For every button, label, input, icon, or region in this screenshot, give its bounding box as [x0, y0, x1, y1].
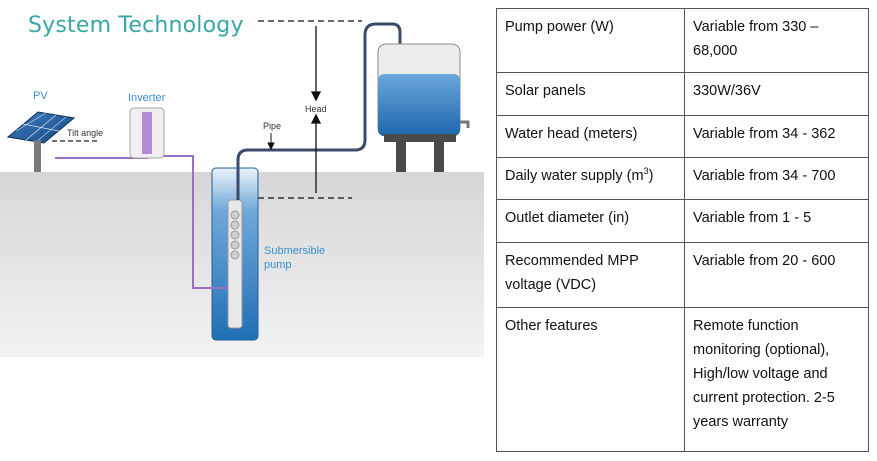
row-value: Variable from 34 - 362	[684, 115, 869, 158]
row-value: Variable from 20 - 600	[684, 241, 869, 309]
row-label: Other features	[496, 307, 685, 452]
table-row: Water head (meters) Variable from 34 - 3…	[496, 115, 869, 158]
pv-panel	[6, 111, 100, 172]
row-label: Outlet diameter (in)	[496, 198, 685, 243]
table-row: Other features Remote function monitorin…	[496, 307, 869, 452]
row-label-text: Daily water supply (m	[505, 168, 644, 184]
table-row: Pump power (W) Variable from 330 – 68,00…	[496, 7, 869, 74]
table-row: Outlet diameter (in) Variable from 1 - 5	[496, 198, 869, 243]
diagram-title: System Technology	[28, 13, 244, 38]
table-row: Solar panels 330W/36V	[496, 72, 869, 117]
head-indicator	[258, 20, 362, 199]
row-label-superscript: 3	[643, 166, 649, 177]
system-diagram: System Technology PV Inverter Tilt angle…	[0, 13, 484, 357]
row-label: Recommended MPP voltage (VDC)	[496, 241, 685, 309]
row-value: 330W/36V	[684, 72, 869, 117]
submersible-pump	[227, 199, 243, 329]
row-value: Variable from 330 – 68,000	[684, 7, 869, 74]
row-value: Variable from 1 - 5	[684, 198, 869, 243]
table-row: Daily water supply (m3) Variable from 34…	[496, 157, 869, 200]
diagram-graphic	[0, 20, 484, 357]
row-label: Pump power (W)	[496, 7, 685, 74]
spec-table: Pump power (W) Variable from 330 – 68,00…	[496, 7, 869, 452]
pipe-label: Pipe	[263, 121, 282, 131]
pv-label: PV	[33, 90, 48, 102]
water-tank	[377, 43, 470, 172]
inverter-box	[129, 107, 165, 159]
row-label: Daily water supply (m3)	[496, 157, 685, 200]
row-label: Water head (meters)	[496, 115, 685, 158]
row-value: Variable from 34 - 700	[684, 157, 869, 200]
pipe	[236, 22, 402, 200]
tilt-angle-label: Tilt angle	[67, 128, 104, 138]
row-value: Remote function monitoring (optional), H…	[684, 307, 869, 452]
row-label: Solar panels	[496, 72, 685, 117]
table-row: Recommended MPP voltage (VDC) Variable f…	[496, 241, 869, 309]
submersible-pump-label: Submersible pump	[264, 245, 326, 271]
pipe-arrow	[267, 133, 275, 151]
row-label-end: )	[648, 168, 654, 184]
head-label: Head	[305, 104, 327, 114]
inverter-label: Inverter	[128, 92, 166, 104]
